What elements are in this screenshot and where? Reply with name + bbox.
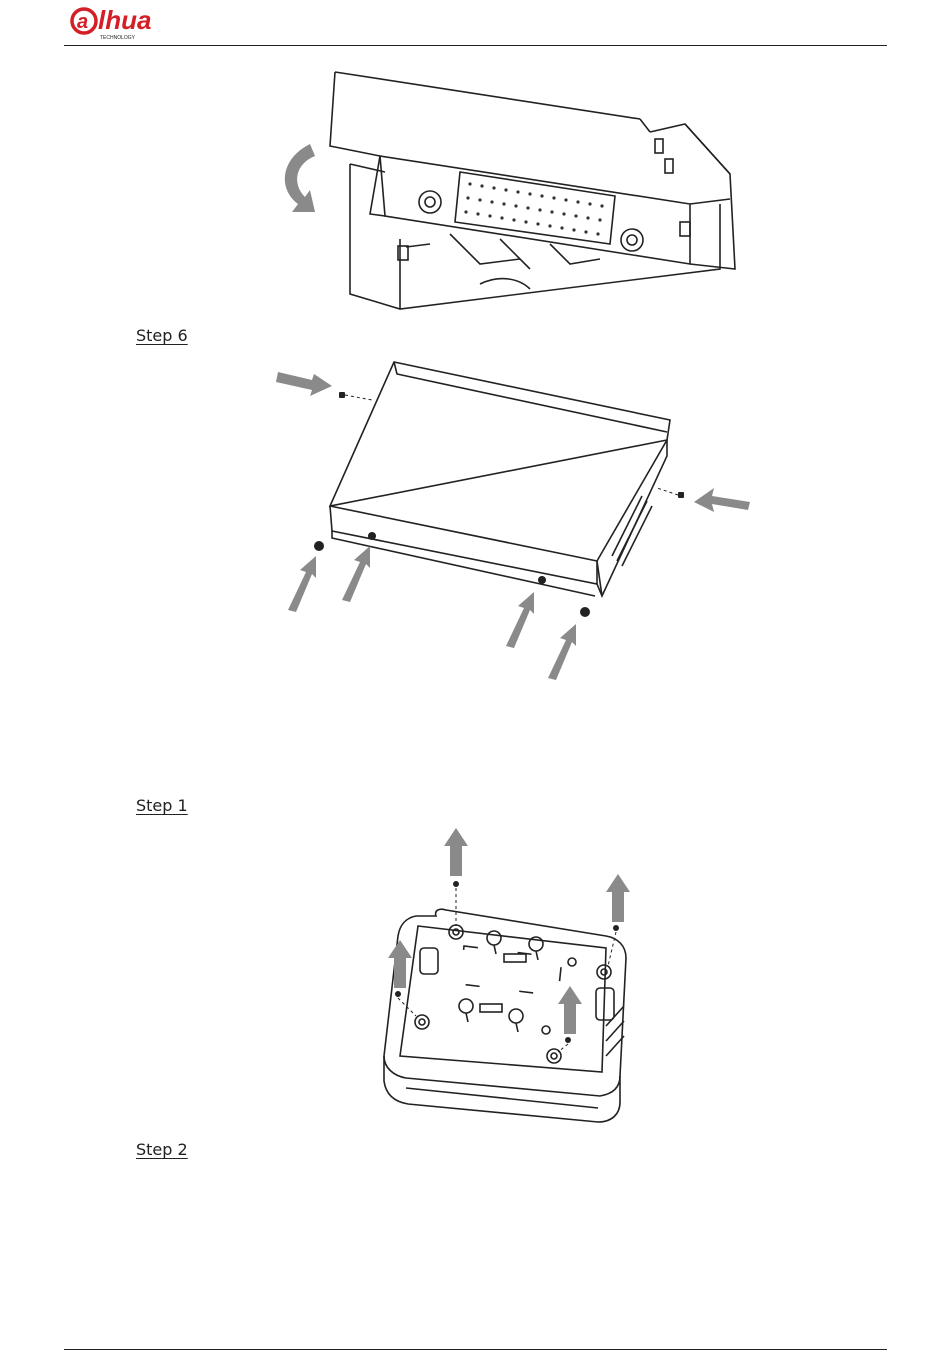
cover-rotation-illustration <box>270 64 750 318</box>
screw-fastening-illustration <box>272 356 752 684</box>
header-rule <box>64 45 887 46</box>
arrow-up-icon <box>444 828 468 876</box>
arrow-up-icon <box>342 546 370 602</box>
bottom-screw-removal-illustration <box>376 826 638 1126</box>
arrow-up-icon <box>288 556 316 612</box>
arrow-up-icon <box>388 940 412 988</box>
arrow-up-icon <box>558 986 582 1034</box>
svg-text:a: a <box>77 11 88 33</box>
footer-rule <box>64 1349 887 1350</box>
arrow-right-icon <box>276 372 332 396</box>
arrow-left-icon <box>694 488 750 512</box>
arrow-up-icon <box>506 592 534 648</box>
step-6-label: Step 6 <box>136 326 188 345</box>
arrow-up-icon <box>548 624 576 680</box>
arrow-up-icon <box>606 874 630 922</box>
step-1-label: Step 1 <box>136 796 188 815</box>
svg-text:lhua: lhua <box>98 5 151 35</box>
rotate-arrow-icon <box>285 144 315 212</box>
step-2-label: Step 2 <box>136 1140 188 1159</box>
dahua-logo: a lhua TECHNOLOGY <box>70 2 190 42</box>
svg-text:TECHNOLOGY: TECHNOLOGY <box>100 35 136 41</box>
